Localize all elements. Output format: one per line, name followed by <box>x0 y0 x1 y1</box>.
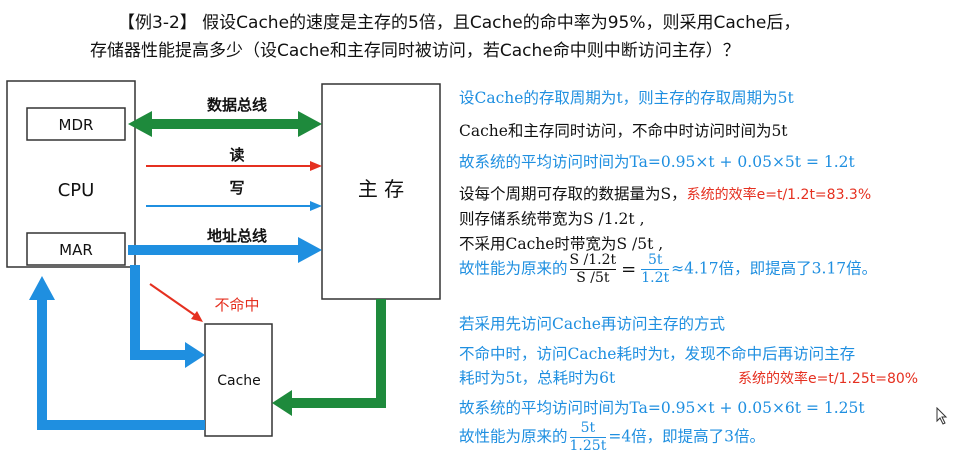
mdr-label: MDR <box>59 116 94 134</box>
mar-label: MAR <box>59 241 93 259</box>
equals-sign: = <box>621 259 637 280</box>
solution-line-11: 故系统的平均访问时间为Ta=0.95×t + 0.05×6t = 1.25t <box>459 399 865 417</box>
cache-to-mdr-arrow <box>29 276 205 430</box>
miss-arrow <box>149 283 203 322</box>
write-label: 写 <box>229 179 244 197</box>
fraction-numerator: S /1.2t <box>569 252 617 270</box>
efficiency-note-1: 系统的效率e=t/1.2t=83.3% <box>686 187 872 203</box>
memory-label: 主 存 <box>358 177 404 201</box>
read-label: 读 <box>229 146 244 164</box>
problem-title-line1: 【例3-2】 假设Cache的速度是主存的5倍，且Cache的命中率为95%，则… <box>118 13 801 33</box>
cpu-label: CPU <box>58 180 95 201</box>
solution-line-1: 设Cache的存取周期为t，则主存的存取周期为5t <box>459 89 794 107</box>
mar-to-cache-arrow <box>130 265 205 368</box>
mar-box <box>26 232 126 266</box>
problem-title-line2: 存储器性能提高多少（设Cache和主存同时被访问，若Cache命中则中断访问主存… <box>90 41 740 61</box>
memory-box <box>321 83 441 300</box>
ratio-result: ≈4.17倍，即提高了3.17倍。 <box>671 259 878 278</box>
solution-line-3: 故系统的平均访问时间为Ta=0.95×t + 0.05×5t = 1.2t <box>459 153 855 171</box>
mouse-cursor-icon <box>936 407 948 425</box>
memory-to-cache-arrow <box>272 299 386 416</box>
solution-line-5: 则存储系统带宽为S /1.2t , <box>459 210 645 228</box>
addr-bus-label: 地址总线 <box>207 227 267 245</box>
solution-line-6: 不采用Cache时带宽为S /5t , <box>459 235 664 253</box>
solution-line-9: 不命中时，访问Cache耗时为t，发现不命中后再访问主存 <box>459 345 856 363</box>
ratio-intro: 故性能为原来的 <box>459 259 568 278</box>
read-arrow <box>146 161 322 171</box>
fraction-denominator: 1.2t <box>641 270 670 286</box>
bandwidth-intro: 设每个周期可存取的数据量为S， <box>459 185 687 203</box>
solution-line-8: 若采用先访问Cache再访问主存的方式 <box>459 315 725 333</box>
miss-label: 不命中 <box>214 296 259 314</box>
cache-box <box>204 323 273 437</box>
address-bus-arrow <box>128 237 322 263</box>
data-bus-arrow <box>128 111 322 137</box>
fraction-numerator: 5t <box>641 252 670 270</box>
cache-label: Cache <box>217 373 261 389</box>
data-bus-label: 数据总线 <box>207 96 267 114</box>
ratio-result-2: =4倍，即提高了3倍。 <box>608 427 766 446</box>
fraction-denominator: S /5t <box>576 270 610 286</box>
efficiency-note-2: 系统的效率e=t/1.25t=80% <box>738 371 919 387</box>
solution-line-10: 耗时为5t，总耗时为6t <box>459 369 616 387</box>
fraction-numerator: 5t <box>569 420 607 438</box>
write-arrow <box>146 201 322 211</box>
fraction-denominator: 1.25t <box>569 438 607 454</box>
ratio-intro-2: 故性能为原来的 <box>459 427 568 446</box>
solution-line-2: Cache和主存同时访问，不命中时访问时间为5t <box>459 122 788 140</box>
mdr-box <box>26 107 126 141</box>
solution-line-4: 设每个周期可存取的数据量为S，系统的效率e=t/1.2t=83.3% <box>459 182 871 204</box>
